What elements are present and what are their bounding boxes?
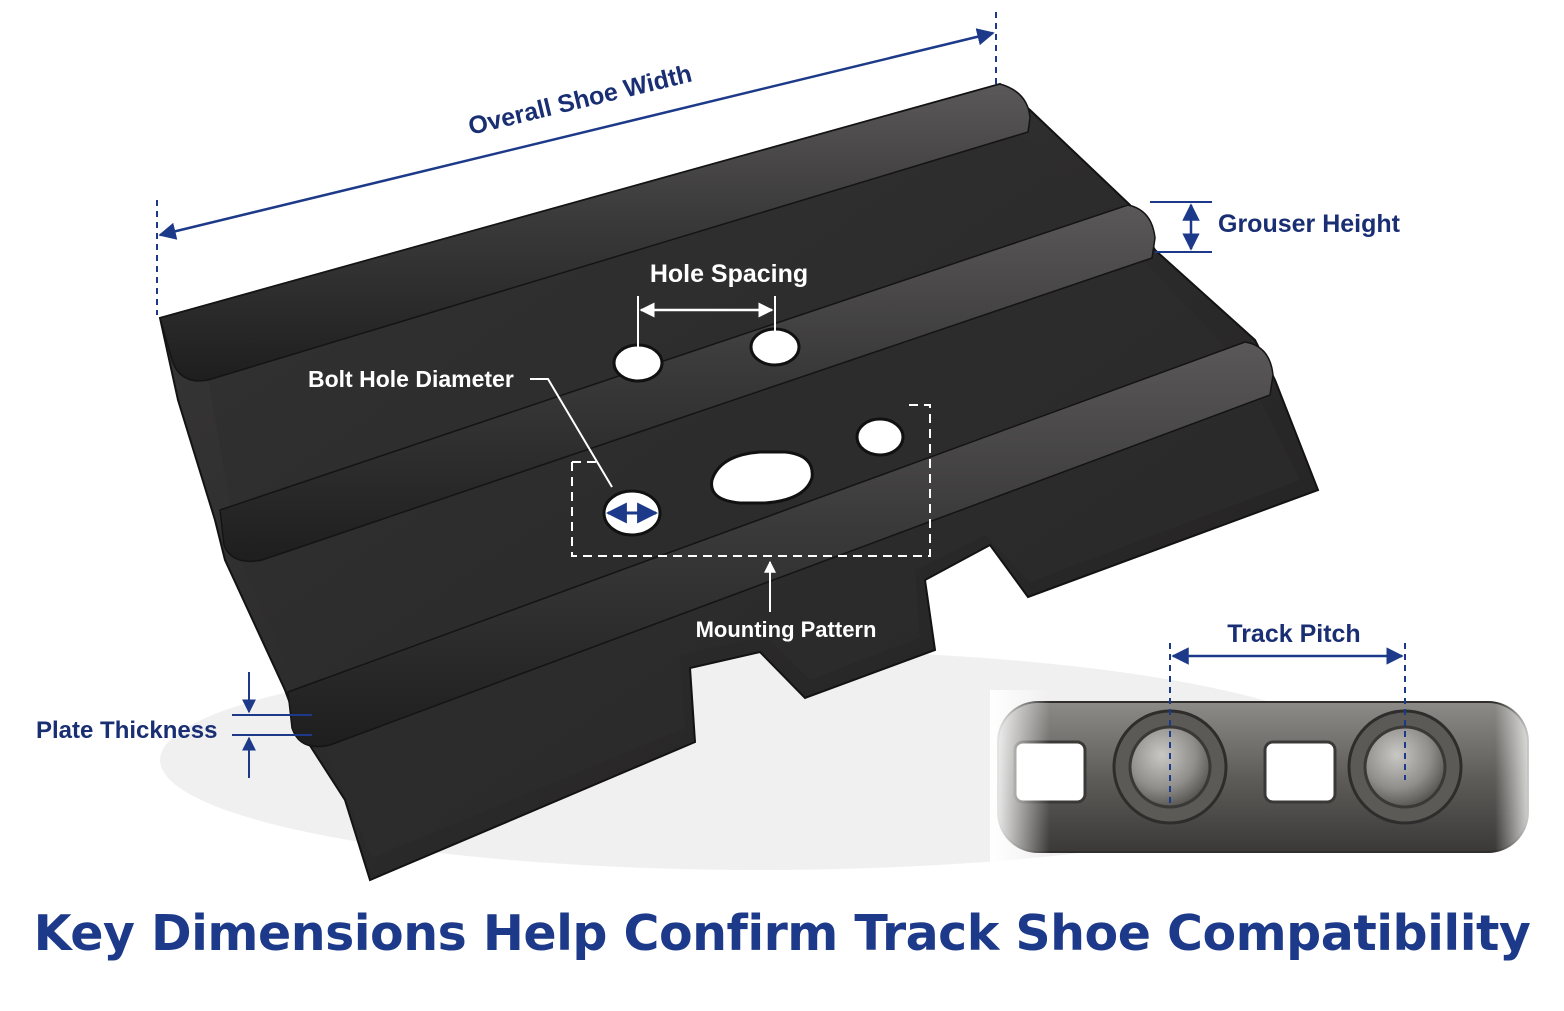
track-chain <box>990 690 1540 870</box>
track-pitch-label: Track Pitch <box>1227 620 1360 648</box>
mounting-pattern-bracket <box>571 404 931 557</box>
overall-width-dimension-line <box>158 28 995 240</box>
grouser-ridge-3 <box>287 341 1274 748</box>
chain-fade-right <box>1495 690 1540 870</box>
plate-thickness-label: Plate Thickness <box>36 717 217 744</box>
mounting-pattern-label: Mounting Pattern <box>696 617 877 642</box>
center-slot-hole <box>710 450 814 505</box>
bolt-hole-leader-line <box>530 378 613 488</box>
bolt-hole-upper-left <box>612 343 664 383</box>
page-title: Key Dimensions Help Confirm Track Shoe C… <box>33 905 1531 962</box>
chain-link-window-2 <box>1263 740 1337 804</box>
chain-fade-left <box>990 690 1050 870</box>
overall-shoe-width-label: Overall Shoe Width <box>466 60 695 141</box>
grouser-height-label: Grouser Height <box>1218 210 1401 238</box>
bolt-hole-diameter-label: Bolt Hole Diameter <box>308 366 514 392</box>
grouser-ridge-2 <box>219 204 1156 563</box>
annotations <box>156 12 1406 808</box>
hole-spacing-label: Hole Spacing <box>650 260 808 288</box>
bolt-hole-lower-right <box>855 417 905 457</box>
